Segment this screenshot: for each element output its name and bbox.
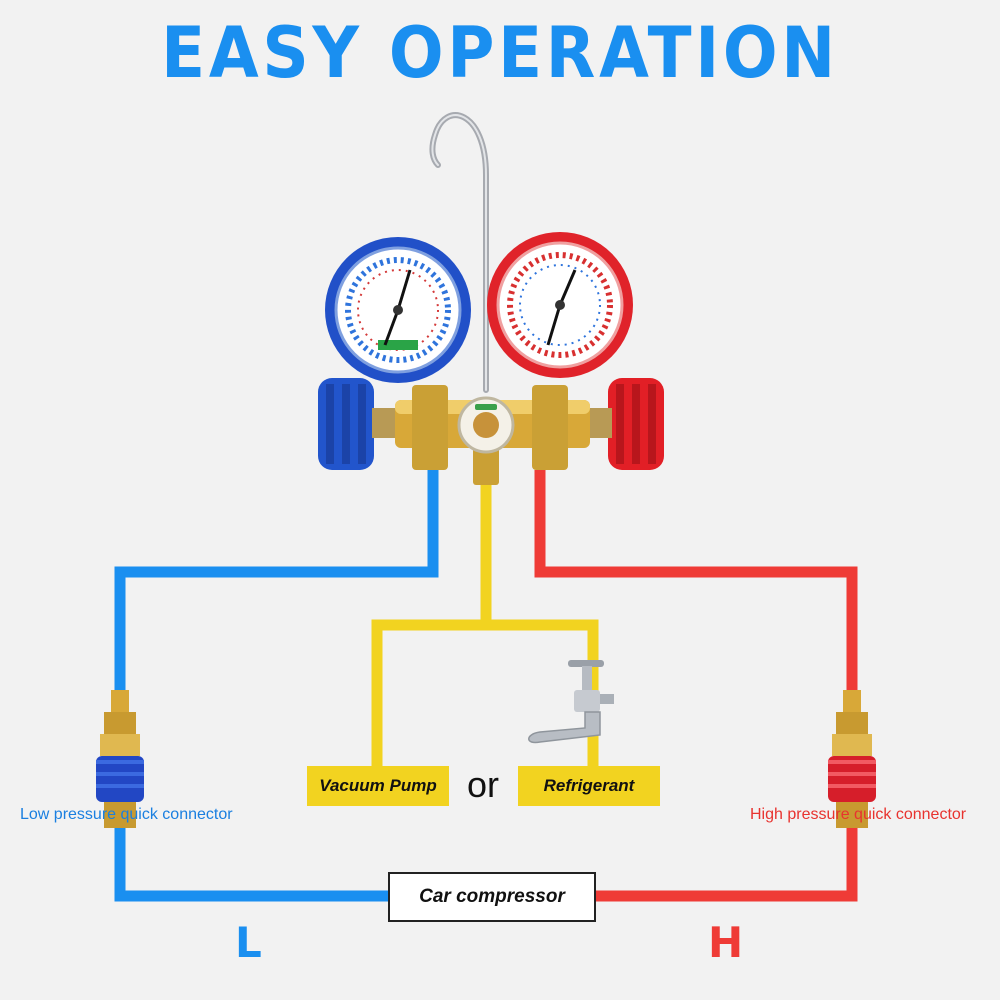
low-pressure-gauge-icon — [325, 237, 471, 383]
or-text: or — [467, 764, 500, 805]
low-connector-label: Low pressure quick connector — [20, 806, 233, 823]
vacuum-pump-label: Vacuum Pump — [307, 766, 449, 806]
low-pressure-hose-lower — [114, 828, 390, 902]
high-pressure-hose-upper — [534, 470, 858, 700]
high-pressure-hose-lower — [594, 828, 858, 902]
page-title: EASY OPERATION — [161, 12, 839, 94]
refrigerant-can-tap-icon — [528, 660, 614, 744]
car-compressor-text: Car compressor — [419, 886, 565, 907]
high-quick-connector-icon — [828, 690, 876, 828]
vacuum-pump-text: Vacuum Pump — [319, 776, 437, 795]
high-side-letter: H — [708, 918, 744, 967]
car-compressor-box: Car compressor — [388, 872, 596, 922]
service-hose — [371, 480, 492, 770]
low-pressure-hose-upper — [114, 470, 439, 700]
manifold-valve-icon — [318, 378, 664, 485]
refrigerant-label: Refrigerant — [518, 766, 660, 806]
refrigerant-text: Refrigerant — [543, 776, 635, 795]
hook-icon — [429, 112, 489, 393]
low-quick-connector-icon — [96, 690, 144, 828]
high-connector-label: High pressure quick connector — [750, 806, 967, 823]
high-pressure-gauge-icon — [487, 232, 633, 378]
low-side-letter: L — [235, 918, 262, 967]
